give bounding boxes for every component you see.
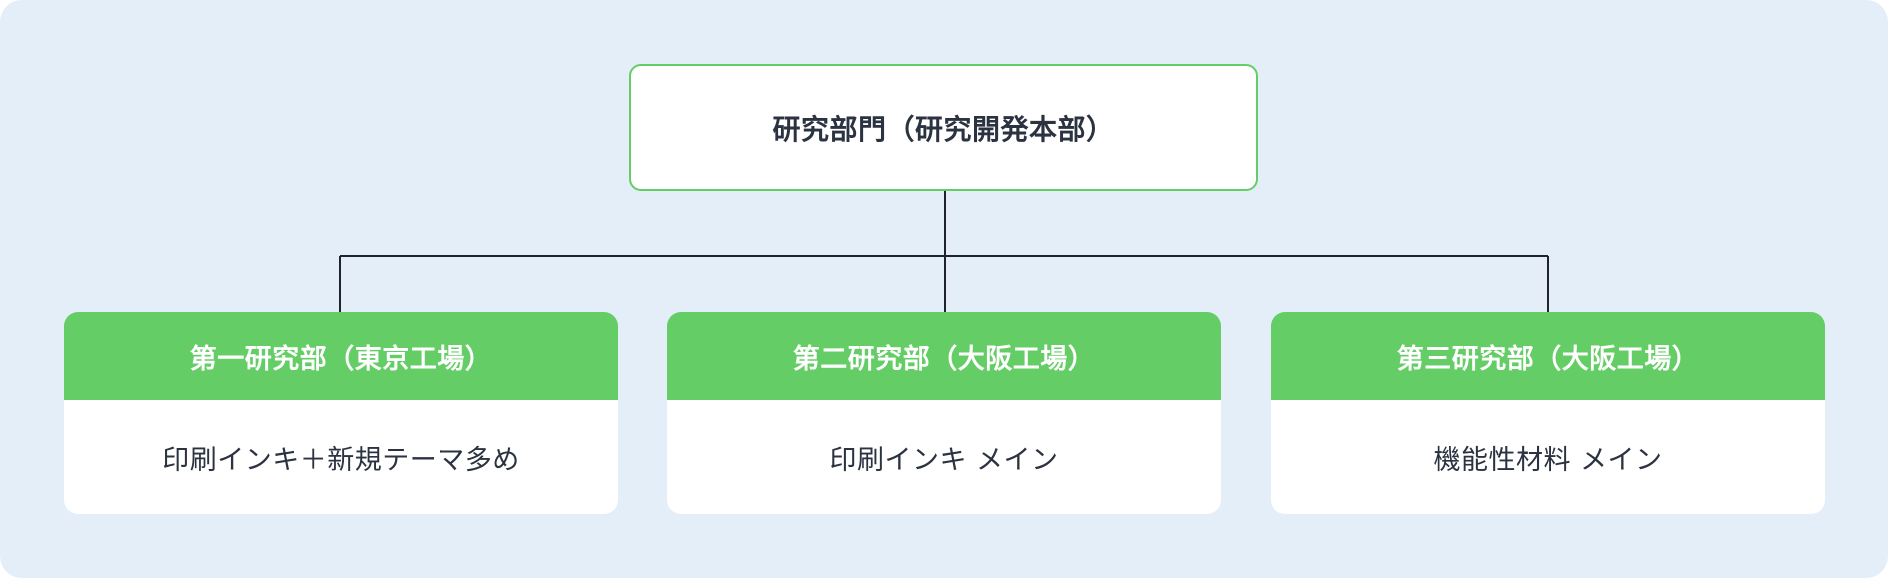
dept-node-1-body: 印刷インキ＋新規テーマ多め <box>64 400 618 514</box>
dept-node-2-title: 第二研究部（大阪工場） <box>792 343 1096 375</box>
dept-node-2-body: 印刷インキ メイン <box>667 400 1221 514</box>
dept-node-2-description: 印刷インキ メイン <box>829 444 1059 476</box>
root-node-title: 研究部門（研究開発本部） <box>772 112 1115 146</box>
dept-node-1-description: 印刷インキ＋新規テーマ多め <box>162 444 520 476</box>
dept-node-2: 第二研究部（大阪工場） 印刷インキ メイン <box>667 312 1221 514</box>
dept-node-3: 第三研究部（大阪工場） 機能性材料 メイン <box>1271 312 1825 514</box>
dept-node-3-body: 機能性材料 メイン <box>1271 400 1825 514</box>
dept-node-3-title: 第三研究部（大阪工場） <box>1396 343 1700 375</box>
dept-node-1-title: 第一研究部（東京工場） <box>189 343 493 375</box>
dept-node-3-description: 機能性材料 メイン <box>1433 444 1663 476</box>
dept-node-2-header: 第二研究部（大阪工場） <box>667 312 1221 400</box>
dept-node-3-header: 第三研究部（大阪工場） <box>1271 312 1825 400</box>
dept-node-1-header: 第一研究部（東京工場） <box>64 312 618 400</box>
dept-node-1: 第一研究部（東京工場） 印刷インキ＋新規テーマ多め <box>64 312 618 514</box>
root-node: 研究部門（研究開発本部） <box>629 64 1258 191</box>
